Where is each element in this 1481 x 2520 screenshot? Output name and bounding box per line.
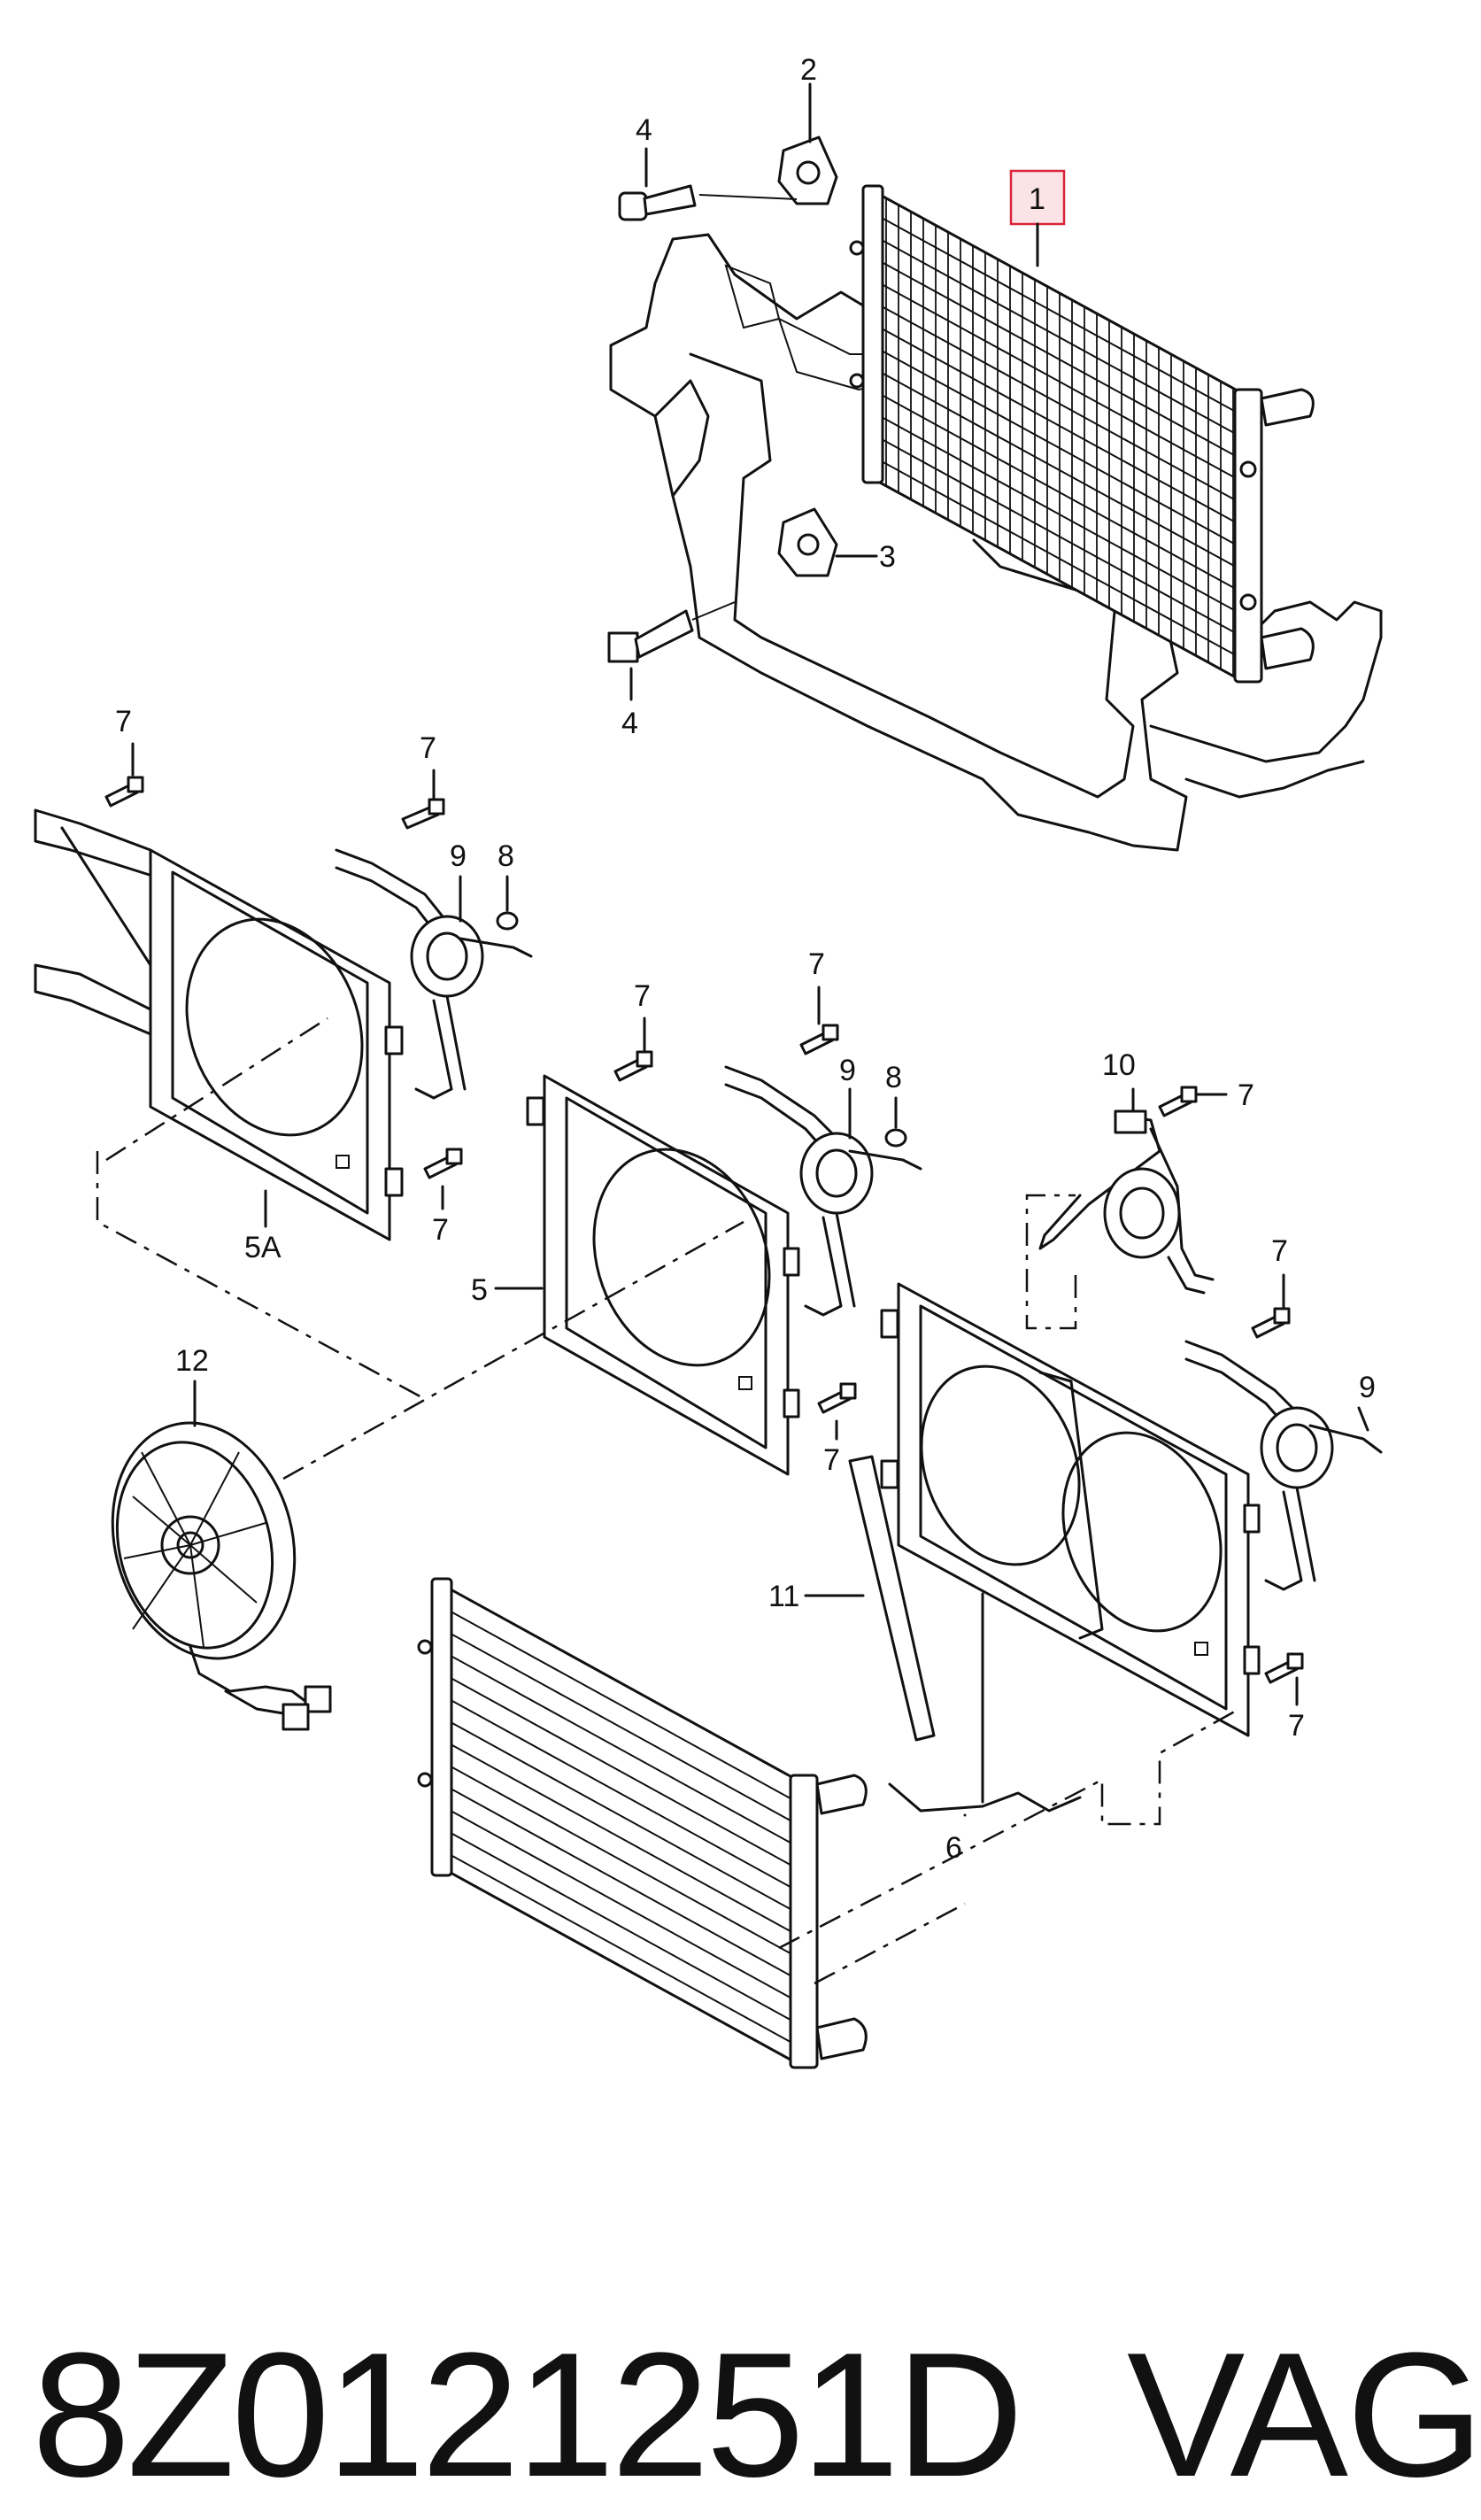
brand-name: VAG: [1127, 2316, 1481, 2514]
callout-7-f: 7: [823, 1443, 840, 1477]
bolt-part-7-h: [1251, 1273, 1291, 1339]
washer-part-8-center: [884, 1096, 907, 1148]
callout-7-d: 7: [634, 979, 651, 1013]
bolt-part-4-upper: [618, 147, 798, 221]
callout-6: 6: [945, 1831, 962, 1865]
bolt-part-7-a: [104, 742, 144, 808]
callout-7-b: 7: [420, 731, 436, 765]
callout-7-i: 7: [1288, 1709, 1305, 1743]
assembly-centerlines: [96, 1151, 1240, 1985]
fan-bracket-part-9-right: [1184, 1340, 1383, 1591]
callout-5: 5: [471, 1273, 488, 1307]
callout-9-right: 9: [1359, 1371, 1376, 1404]
callout-7-c: 7: [432, 1213, 449, 1247]
bolt-part-7-g: [1158, 1086, 1228, 1117]
mounting-bracket-part-2: [777, 82, 838, 205]
callout-3: 3: [879, 540, 896, 574]
part-caption: 8Z0121251D VAG: [32, 2316, 1481, 2514]
callout-4-upper: 4: [636, 113, 652, 147]
bolt-part-7-f: [817, 1382, 857, 1441]
callout-1: 1: [1029, 182, 1045, 216]
twin-fan-shroud-part-6: [880, 1282, 1261, 1813]
callout-7-h: 7: [1271, 1234, 1288, 1268]
callout-9-left: 9: [450, 839, 467, 873]
bolt-part-7-i: [1264, 1652, 1304, 1706]
callout-7-e: 7: [808, 947, 825, 981]
callout-5a: 5A: [244, 1231, 282, 1264]
seal-strip-part-11: [804, 1455, 936, 1742]
fan-motor-part-12: [111, 1380, 332, 1731]
callout-8-left: 8: [498, 839, 514, 873]
callout-7-a: 7: [115, 705, 132, 738]
washer-part-8-left: [496, 875, 519, 931]
bolt-part-7-d: [613, 1017, 653, 1082]
callout-10: 10: [1102, 1048, 1136, 1082]
radiator-core-bottom: [417, 1577, 868, 2069]
fan-bracket-part-9-left: [335, 848, 533, 1100]
callout-7-g: 7: [1238, 1078, 1254, 1112]
fan-bracket-part-10: [1038, 1087, 1215, 1295]
bolt-part-4-lower: [607, 601, 736, 701]
bolt-part-7-e: [799, 986, 839, 1055]
callout-2: 2: [800, 53, 817, 87]
callout-highlight-part-1: [1009, 169, 1066, 226]
fan-shroud-part-5a: [34, 808, 404, 1241]
callout-4-lower: 4: [621, 707, 638, 740]
mounting-bracket-part-3: [777, 507, 878, 577]
bolt-part-7-b: [401, 769, 445, 830]
fan-shroud-part-5: [494, 1074, 800, 1476]
radiator-core-part-1: [849, 184, 1315, 684]
callout-9-center: 9: [839, 1054, 856, 1087]
callout-labels: 1 2 3 4 4 5A 5 6 7 7 7 7 7 7 7 7 7 8 8 9…: [115, 53, 1376, 1865]
part-number: 8Z0121251D: [32, 2316, 1023, 2514]
bolt-part-7-c: [423, 1148, 463, 1210]
callout-8-center: 8: [885, 1061, 902, 1094]
callout-11: 11: [768, 1580, 799, 1613]
callout-12: 12: [175, 1344, 209, 1378]
fan-bracket-part-9-center: [724, 1065, 922, 1317]
